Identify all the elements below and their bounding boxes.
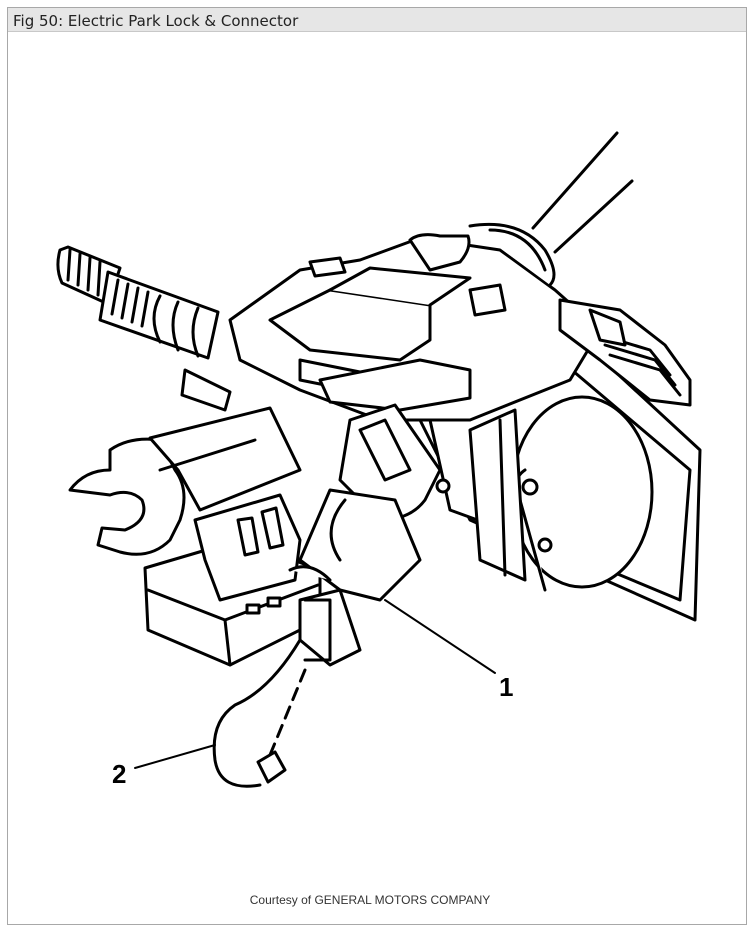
upper-housing xyxy=(228,222,602,422)
callout-leaders xyxy=(134,599,496,769)
callout-1-label: 1 xyxy=(499,672,513,702)
splined-shaft xyxy=(56,245,220,360)
upper-shaft-lines xyxy=(531,131,634,254)
image-credit: Courtesy of GENERAL MOTORS COMPANY xyxy=(249,893,491,907)
park-lock-connector xyxy=(212,598,332,788)
right-harness xyxy=(468,283,692,407)
callout-2-label: 2 xyxy=(112,759,126,789)
shift-bracket xyxy=(68,368,302,556)
park-lock-solenoid xyxy=(288,403,451,667)
lower-switch-block xyxy=(143,493,322,667)
callout-2-leader xyxy=(134,744,216,769)
figure-title: Fig 50: Electric Park Lock & Connector xyxy=(13,12,299,30)
callout-1-leader xyxy=(384,599,496,674)
figure-title-bar: Fig 50: Electric Park Lock & Connector xyxy=(8,8,746,32)
